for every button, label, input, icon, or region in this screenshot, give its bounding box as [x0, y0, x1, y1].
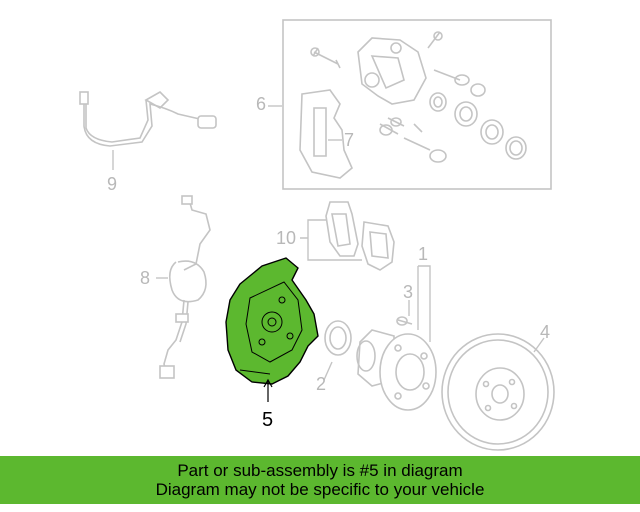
brake-rotor	[441, 333, 555, 451]
callout-10: 10	[276, 228, 296, 248]
callout-4: 4	[540, 322, 550, 342]
backing-plate-part-5	[225, 257, 319, 402]
callout-3: 3	[403, 282, 413, 302]
backing-plate-shape	[225, 257, 319, 385]
callout-6: 6	[256, 94, 266, 114]
banner-line-2: Diagram may not be specific to your vehi…	[155, 480, 485, 499]
callout-7: 7	[344, 130, 354, 150]
brake-pad-group	[300, 201, 395, 271]
callout-2: 2	[316, 374, 326, 394]
callout-1: 1	[418, 244, 428, 264]
callout-8: 8	[140, 268, 150, 288]
banner-line-1: Part or sub-assembly is #5 in diagram	[177, 461, 463, 480]
info-banner: Part or sub-assembly is #5 in diagram Di…	[0, 456, 640, 504]
hub-assembly	[323, 265, 437, 411]
callout-5: 5	[262, 409, 273, 431]
brake-hose	[79, 91, 217, 170]
callout-9: 9	[107, 174, 117, 194]
caliper-assembly-group	[282, 19, 552, 190]
parts-diagram: 1 2 3 4 5 6 7 8 9 10	[79, 19, 555, 451]
abs-sensor-wire	[156, 195, 211, 379]
